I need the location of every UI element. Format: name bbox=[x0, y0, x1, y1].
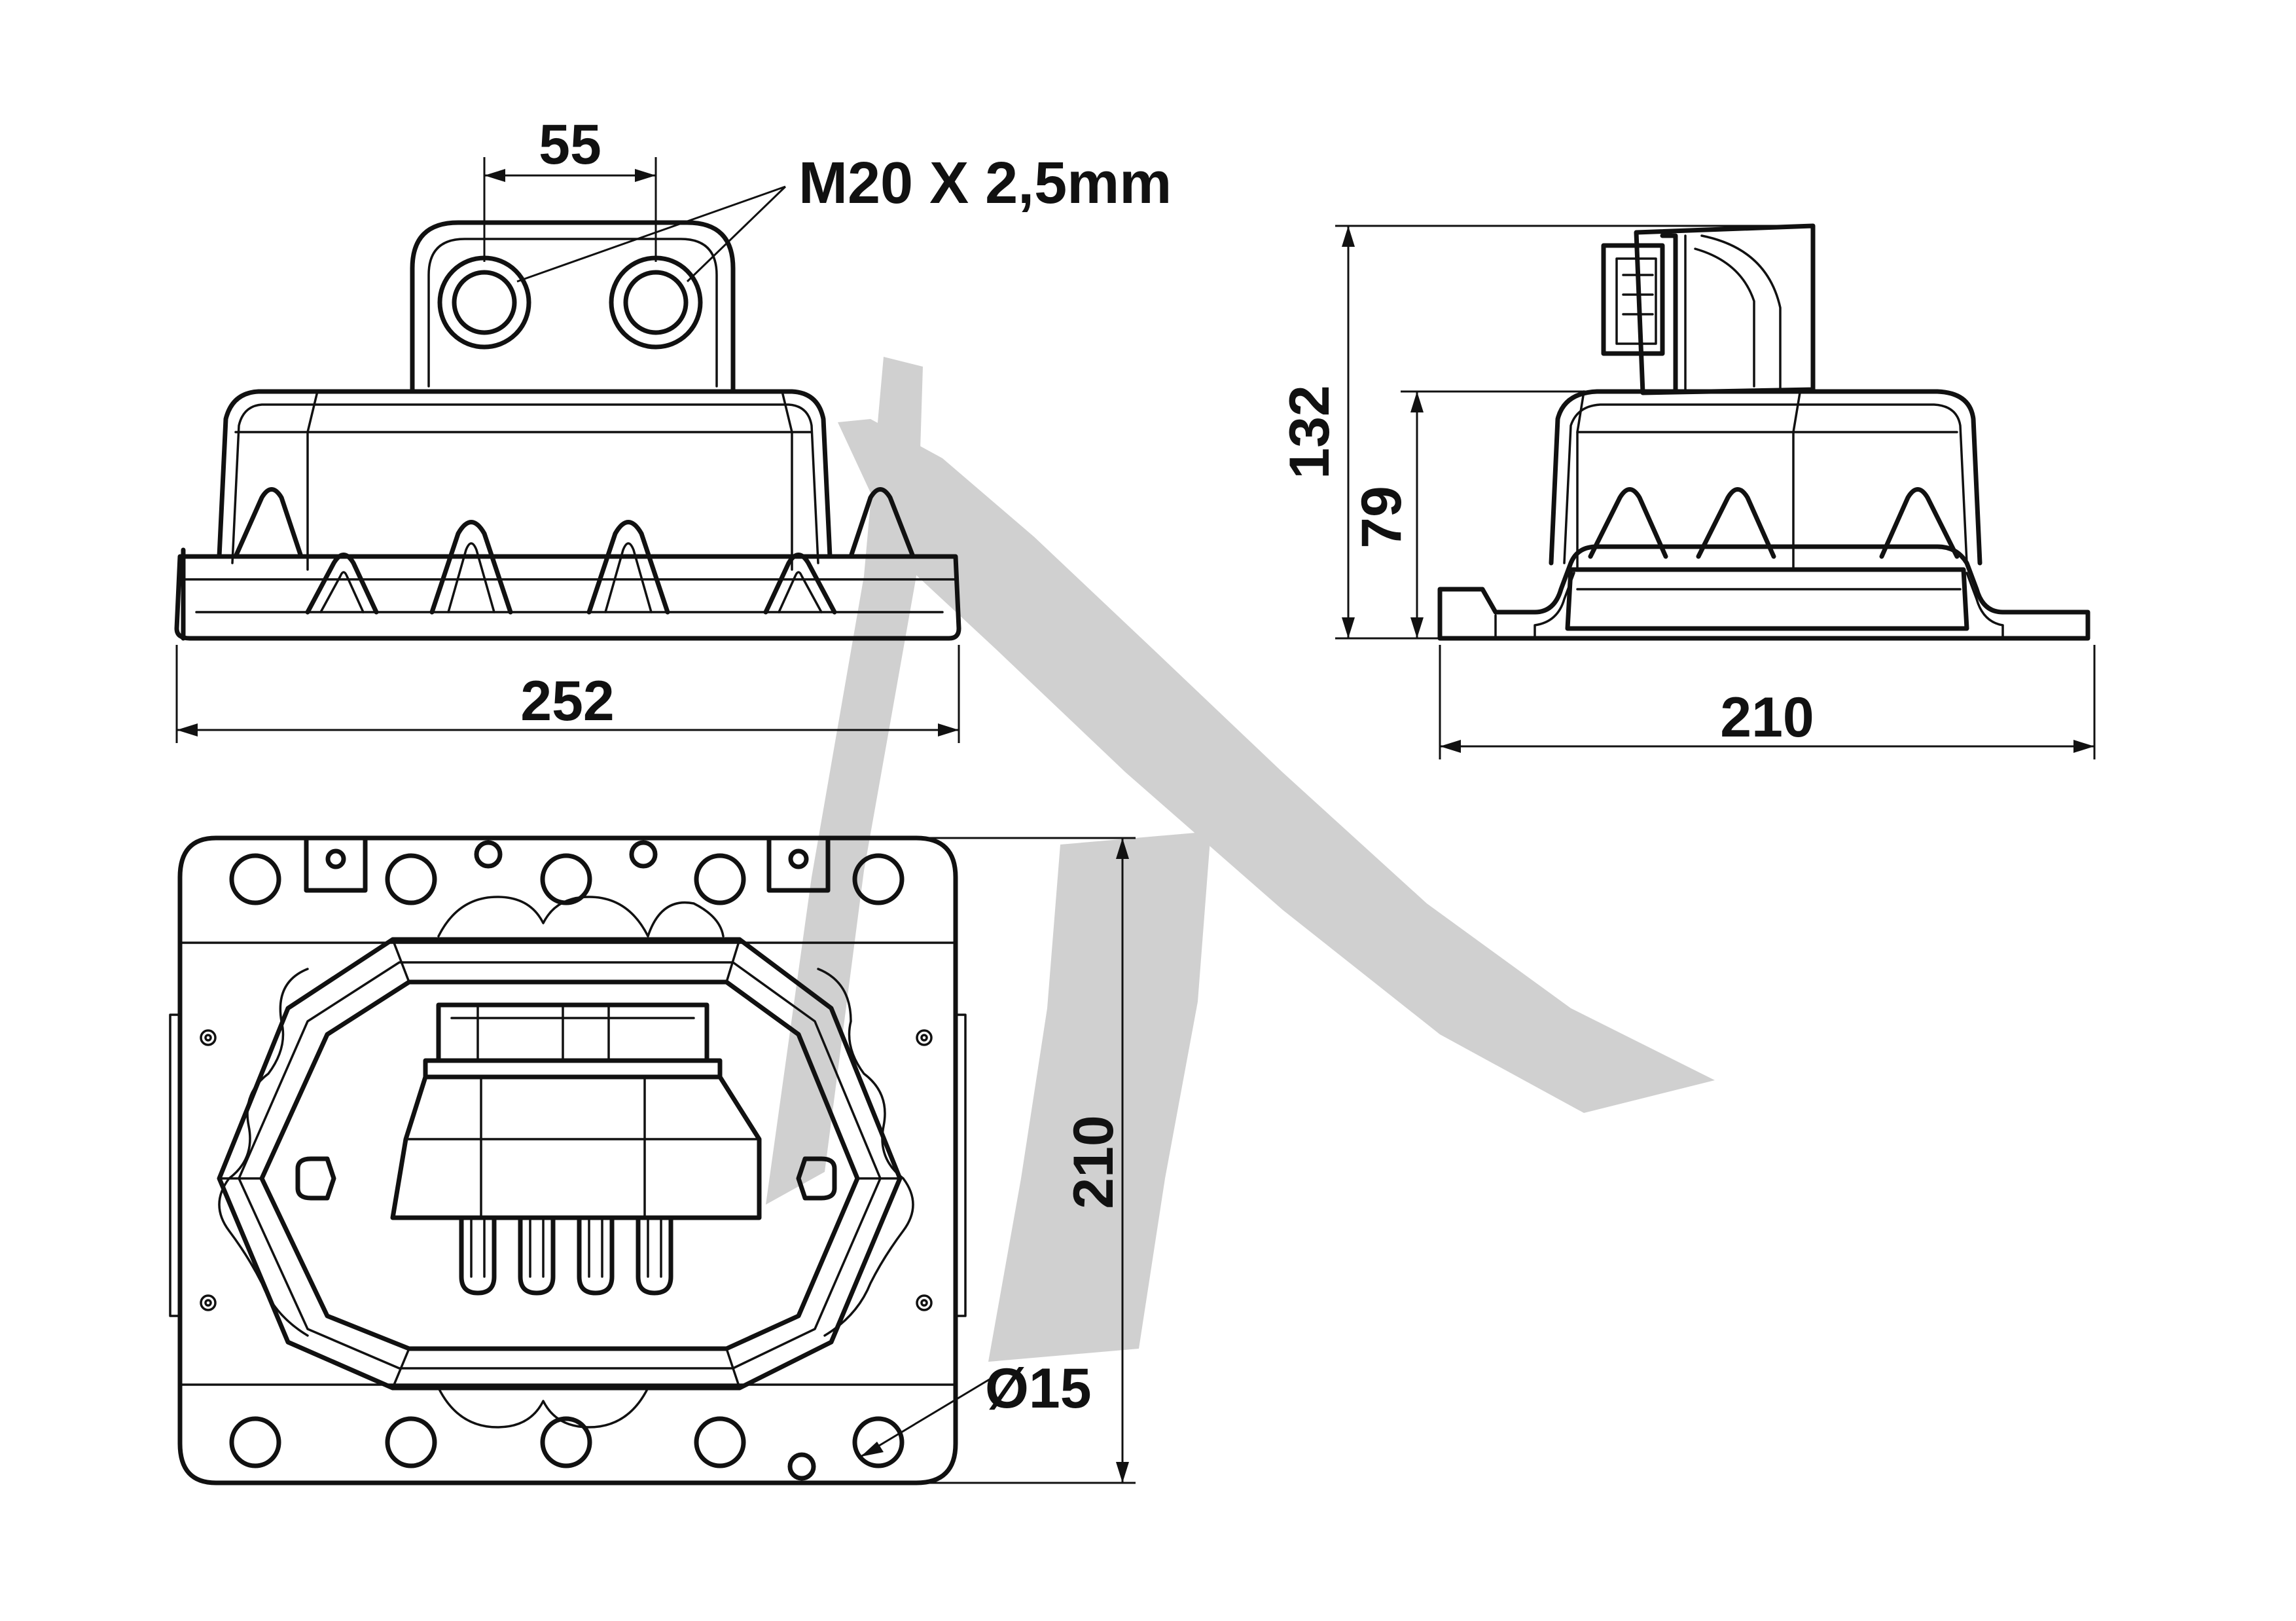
dim-side-total-height: 132 bbox=[1278, 225, 1813, 640]
dim-label-132: 132 bbox=[1278, 385, 1341, 479]
watermark-logo bbox=[766, 357, 1715, 1362]
front-view bbox=[174, 220, 961, 641]
dim-hole-diameter: Ø15 bbox=[860, 1357, 1092, 1458]
connector-pins bbox=[459, 1215, 673, 1296]
thread-spec-label: M20 X 2,5mm bbox=[798, 151, 1172, 216]
dim-label-55: 55 bbox=[539, 113, 601, 176]
dim-top-height: 210 bbox=[916, 837, 1136, 1484]
dim-label-79: 79 bbox=[1350, 486, 1413, 549]
dim-thread-spacing: 55 bbox=[483, 113, 657, 262]
dim-label-210-side: 210 bbox=[1720, 686, 1814, 749]
dim-side-width: 210 bbox=[1439, 645, 2096, 759]
side-view bbox=[1437, 223, 2090, 641]
dim-label-252: 252 bbox=[520, 670, 615, 733]
dim-label-diameter: Ø15 bbox=[985, 1357, 1092, 1420]
dim-side-body-height: 79 bbox=[1350, 390, 1597, 638]
dim-thread-spec: M20 X 2,5mm bbox=[516, 151, 1172, 283]
thread-hole-left bbox=[437, 255, 531, 350]
thread-hole-right bbox=[609, 255, 703, 350]
dim-front-width: 252 bbox=[175, 645, 960, 743]
dim-label-210-top: 210 bbox=[1062, 1115, 1125, 1209]
mounting-holes bbox=[200, 840, 933, 1481]
